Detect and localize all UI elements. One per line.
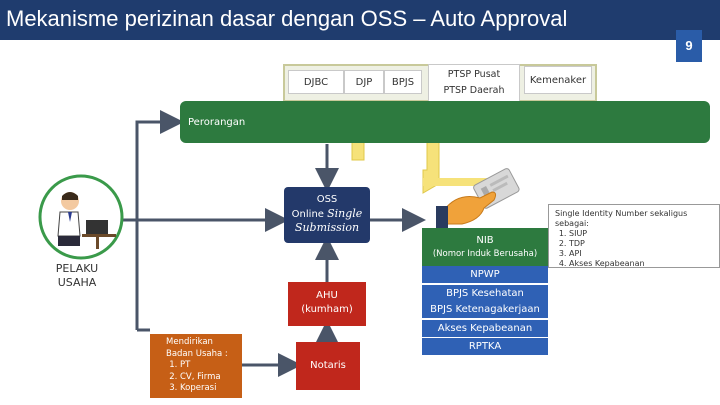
- title-bar: [0, 0, 720, 40]
- output-akses-kepabeanan: Akses Kepabeanan: [422, 320, 548, 337]
- info-item: TDP: [569, 239, 719, 249]
- page-number: 9: [676, 30, 702, 62]
- mendirikan-item: CV, Firma: [180, 372, 238, 384]
- agency-bpjs: BPJS: [384, 70, 422, 94]
- perorangan-label: Perorangan: [188, 117, 246, 128]
- oss-line3: Submission: [294, 221, 360, 234]
- slide-title: Mekanisme perizinan dasar dengan OSS – A…: [6, 6, 568, 31]
- nib-info-box: Single Identity Number sekaligus sebagai…: [548, 204, 720, 268]
- oss-line1: OSS: [316, 194, 338, 205]
- info-item: API: [569, 249, 719, 259]
- oss-single-text: Single: [327, 207, 363, 220]
- ptsp-daerah-label: PTSP Daerah: [443, 85, 505, 96]
- mendirikan-item: PT: [180, 360, 238, 372]
- mendirikan-box: Mendirikan Badan Usaha : PT CV, Firma Ko…: [150, 334, 242, 398]
- mendirikan-line1: Mendirikan: [166, 337, 213, 347]
- actor-label-line2: USAHA: [57, 276, 97, 289]
- ahu-line2: (kumham): [301, 304, 353, 315]
- oss-box: OSS Online Single Submission: [284, 187, 370, 243]
- mendirikan-item: Koperasi: [180, 383, 238, 395]
- actor-label-line1: PELAKU: [55, 262, 99, 275]
- output-bpjs-kesehatan: BPJS Kesehatan: [422, 285, 548, 302]
- perorangan-bar: Perorangan: [180, 101, 710, 143]
- oss-line2: Online Single: [284, 207, 370, 220]
- nib-subtitle: (Nomor Induk Berusaha): [432, 249, 538, 259]
- output-bpjs-ketenagakerjaan: BPJS Ketenagakerjaan: [422, 301, 548, 318]
- output-rptka: RPTKA: [422, 338, 548, 355]
- ptsp-pusat-label: PTSP Pusat: [447, 69, 501, 80]
- notaris-box: Notaris: [296, 342, 360, 390]
- info-title: Single Identity Number sekaligus sebagai…: [555, 209, 688, 228]
- agency-djbc: DJBC: [288, 70, 344, 94]
- mendirikan-line2: Badan Usaha :: [166, 348, 228, 359]
- info-item: Akses Kepabeanan: [569, 259, 719, 269]
- nib-title: NIB: [476, 235, 494, 246]
- agency-djp: DJP: [344, 70, 384, 94]
- oss-online-text: Online: [291, 209, 328, 220]
- hand-card-icon: [436, 168, 520, 228]
- business-actor-icon: [38, 174, 124, 260]
- ahu-box: AHU (kumham): [288, 282, 366, 326]
- actor-to-perorangan-line: [135, 110, 184, 330]
- info-item: SIUP: [569, 229, 719, 239]
- ahu-line1: AHU: [316, 290, 338, 301]
- agency-ptsp: PTSP Pusat PTSP Daerah: [428, 64, 520, 102]
- agency-kemenaker: Kemenaker: [524, 66, 592, 94]
- output-npwp: NPWP: [422, 266, 548, 283]
- business-actor-label: PELAKU USAHA: [47, 262, 107, 290]
- nib-box: NIB (Nomor Induk Berusaha): [422, 228, 548, 268]
